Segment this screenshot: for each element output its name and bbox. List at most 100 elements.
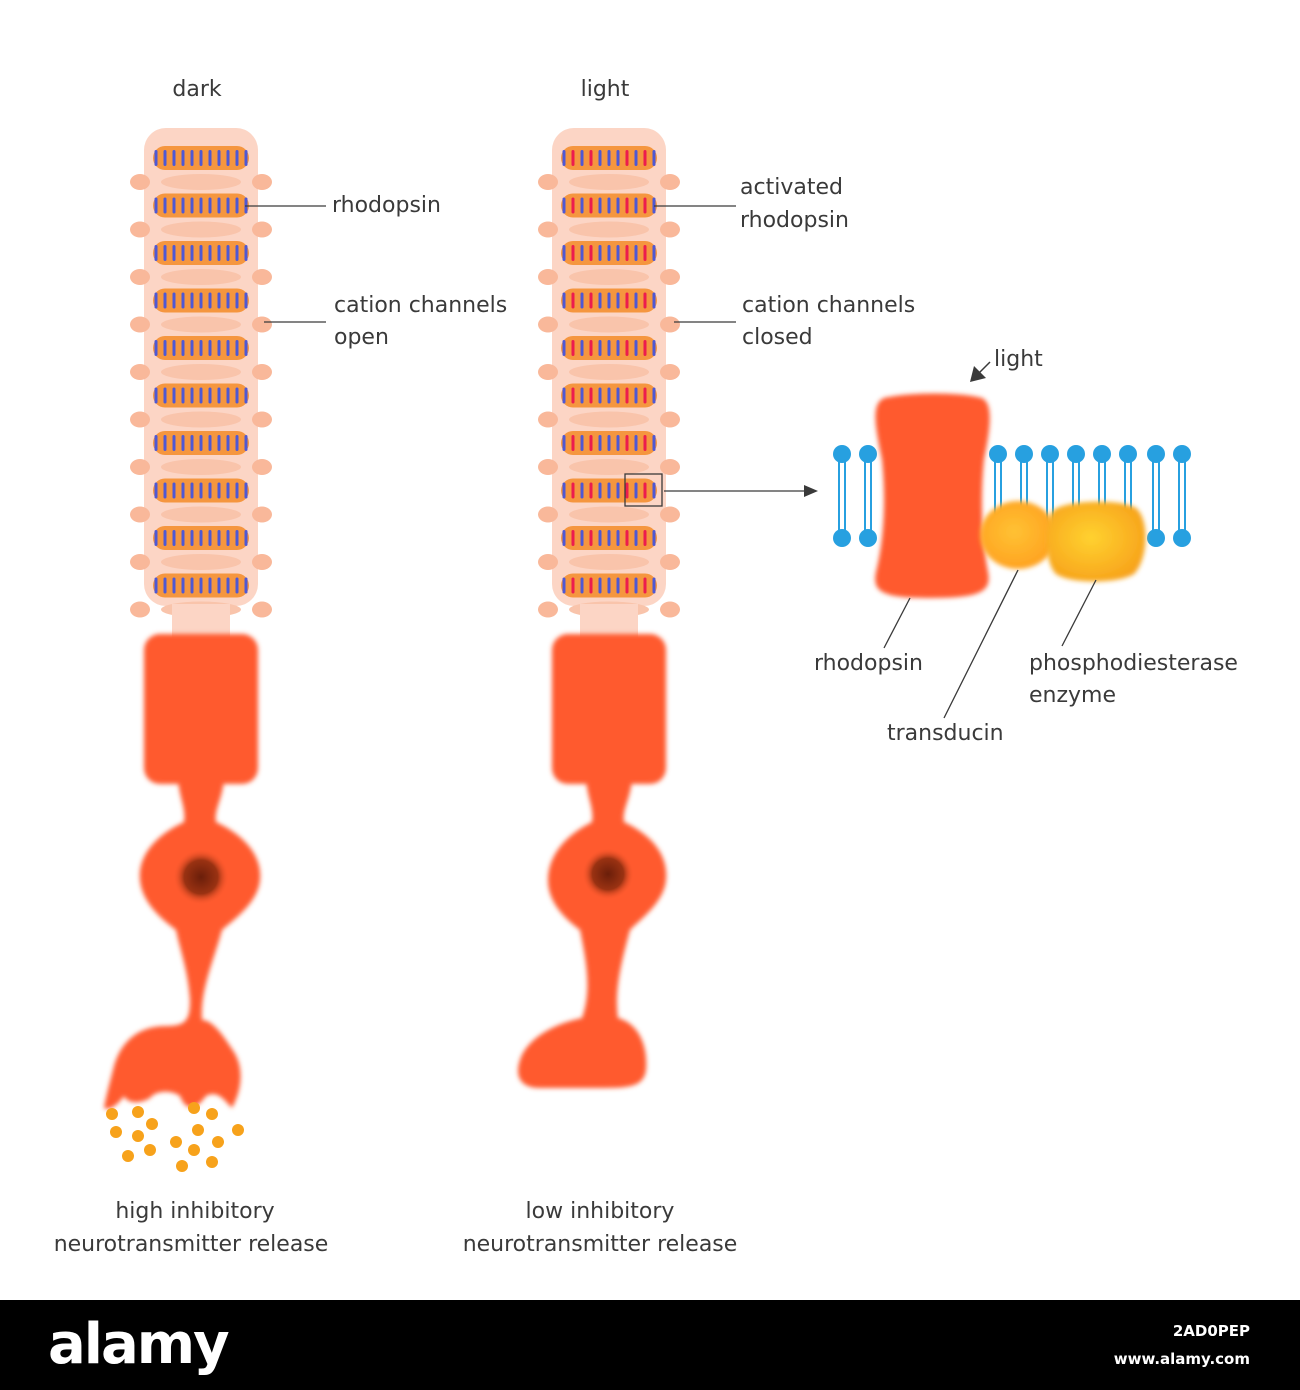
rhodopsin-molecule	[616, 482, 620, 499]
phototransduction-diagram: dark	[54, 77, 1238, 1257]
rhodopsin-molecule	[589, 577, 593, 594]
rhodopsin-molecule	[616, 577, 620, 594]
rhodopsin-molecule	[181, 577, 185, 594]
rhodopsin-molecule	[208, 387, 212, 404]
cation-channel	[130, 554, 150, 570]
rhodopsin-molecule	[181, 150, 185, 166]
rhodopsin-molecule	[190, 292, 194, 309]
rhodopsin-molecule	[598, 245, 602, 261]
rhodopsin-molecule	[199, 340, 203, 356]
rhodopsin-molecule	[208, 150, 212, 166]
disc-spacer	[161, 459, 241, 475]
disc-spacer	[569, 364, 649, 380]
rhodopsin-molecule	[190, 245, 194, 261]
rhodopsin-molecule	[208, 245, 212, 261]
rhodopsin-molecule	[607, 292, 611, 309]
rhodopsin-molecule	[589, 530, 593, 546]
rhodopsin-molecule	[562, 387, 566, 404]
disc-spacer	[161, 174, 241, 190]
rhodopsin-molecule	[607, 150, 611, 166]
cation-channel	[252, 174, 272, 190]
rhodopsin-molecule	[235, 340, 239, 356]
rhodopsin-molecule	[217, 435, 221, 451]
rhodopsin-molecule	[154, 197, 158, 214]
rhodopsin-molecule	[181, 530, 185, 546]
cation-channel	[538, 269, 558, 285]
rhodopsin-molecule	[589, 435, 593, 451]
rhodopsin-molecule	[199, 245, 203, 261]
rhodopsin-molecule	[154, 482, 158, 499]
cation-channel	[660, 221, 680, 238]
rhodopsin-molecule	[607, 482, 611, 499]
rhodopsin-molecule	[226, 387, 230, 404]
cation-channel	[252, 459, 272, 475]
rhodopsin-molecule	[190, 435, 194, 451]
rhodopsin-molecule	[598, 197, 602, 214]
rhodopsin-molecule	[154, 387, 158, 404]
disc-spacer	[161, 221, 241, 238]
rhodopsin-molecule	[190, 197, 194, 214]
cation-channel	[252, 269, 272, 285]
rhodopsin-molecule	[199, 435, 203, 451]
label-channels-closed: closed	[742, 325, 813, 350]
caption-dark-2: neurotransmitter release	[54, 1232, 329, 1257]
rhodopsin-molecule	[580, 387, 584, 404]
rhodopsin-molecule	[163, 340, 167, 356]
rhodopsin-molecule	[580, 482, 584, 499]
rhodopsin-molecule	[571, 530, 575, 546]
label-phosphodiesterase: phosphodiesterase	[1029, 651, 1238, 676]
leader-rhodopsin	[883, 597, 911, 649]
disc-stack	[538, 146, 680, 618]
rhodopsin-molecule	[589, 245, 593, 261]
rhodopsin-molecule	[172, 530, 176, 546]
transducin-protein	[980, 501, 1056, 569]
rhodopsin-molecule	[607, 387, 611, 404]
cation-channel	[538, 174, 558, 190]
rhodopsin-molecule	[235, 577, 239, 594]
rhodopsin-molecule	[181, 340, 185, 356]
rhodopsin-molecule	[598, 530, 602, 546]
rhodopsin-molecule	[580, 530, 584, 546]
rhodopsin-molecule	[643, 482, 647, 499]
disc-spacer	[569, 269, 649, 285]
rhodopsin-molecule	[208, 530, 212, 546]
cation-channel	[130, 316, 150, 333]
cation-channel	[660, 411, 680, 428]
rhodopsin-molecule	[226, 245, 230, 261]
rhodopsin-molecule	[562, 150, 566, 166]
cation-channel	[252, 601, 272, 618]
cation-channel	[538, 506, 558, 523]
rhodopsin-molecule	[607, 530, 611, 546]
rhodopsin-molecule	[199, 482, 203, 499]
cation-channel	[538, 221, 558, 238]
rhodopsin-molecule	[181, 292, 185, 309]
rhodopsin-molecule	[235, 482, 239, 499]
rhodopsin-molecule	[598, 292, 602, 309]
rhodopsin-molecule	[208, 292, 212, 309]
rhodopsin-molecule	[643, 150, 647, 166]
rhodopsin-molecule	[634, 340, 638, 356]
rhodopsin-molecule	[226, 150, 230, 166]
rhodopsin-molecule	[172, 292, 176, 309]
rhodopsin-molecule	[643, 387, 647, 404]
rhodopsin-molecule	[571, 340, 575, 356]
rhodopsin-molecule	[580, 577, 584, 594]
rhodopsin-molecule	[235, 150, 239, 166]
rhodopsin-molecule	[562, 340, 566, 356]
rhodopsin-molecule	[163, 197, 167, 214]
cation-channel	[252, 364, 272, 380]
rhodopsin-molecule	[643, 530, 647, 546]
rhodopsin-molecule	[616, 435, 620, 451]
label-transducin: transducin	[887, 721, 1004, 746]
lipid	[1173, 445, 1191, 547]
disc-spacer	[569, 459, 649, 475]
rhodopsin-molecule	[190, 340, 194, 356]
rhodopsin-molecule	[625, 387, 629, 404]
lipid	[1147, 445, 1165, 547]
disc-spacer	[161, 364, 241, 380]
rhodopsin-molecule	[244, 577, 248, 594]
rhodopsin-molecule	[571, 150, 575, 166]
cation-channel	[660, 506, 680, 523]
disc-spacer	[569, 554, 649, 570]
cation-channel	[538, 411, 558, 428]
